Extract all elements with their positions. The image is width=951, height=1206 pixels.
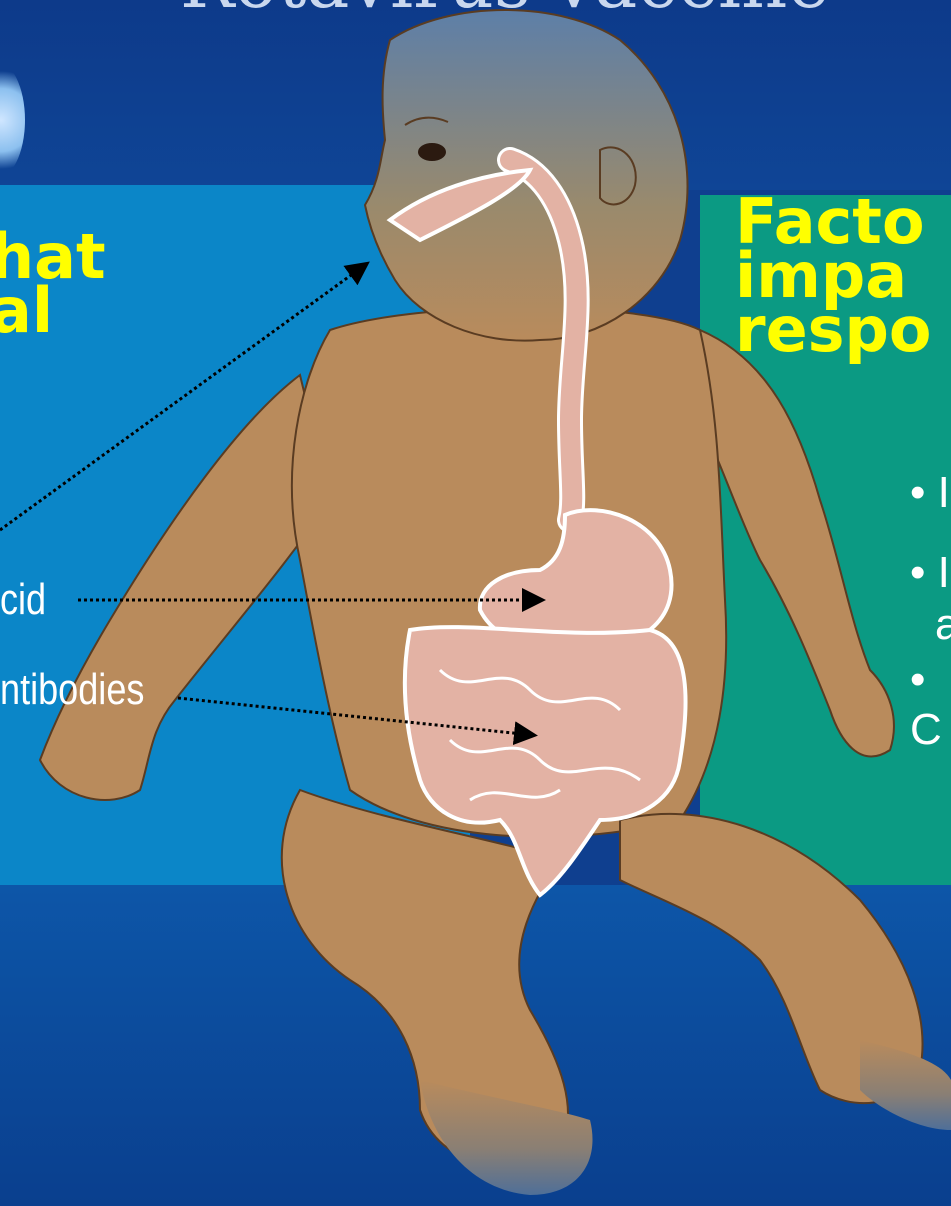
bullet-3: • C <box>910 655 951 755</box>
bullet-2-continuation: a <box>935 600 951 650</box>
baby-right-foot <box>860 1040 951 1130</box>
baby-right-arm <box>700 330 894 756</box>
bullet-1: • I <box>910 468 950 518</box>
bullet-2: • I <box>910 548 950 598</box>
baby-eye <box>418 143 446 161</box>
baby-left-arm <box>40 375 330 800</box>
acid-label: cid <box>0 575 46 625</box>
antibodies-label: ntibodies <box>0 665 144 715</box>
